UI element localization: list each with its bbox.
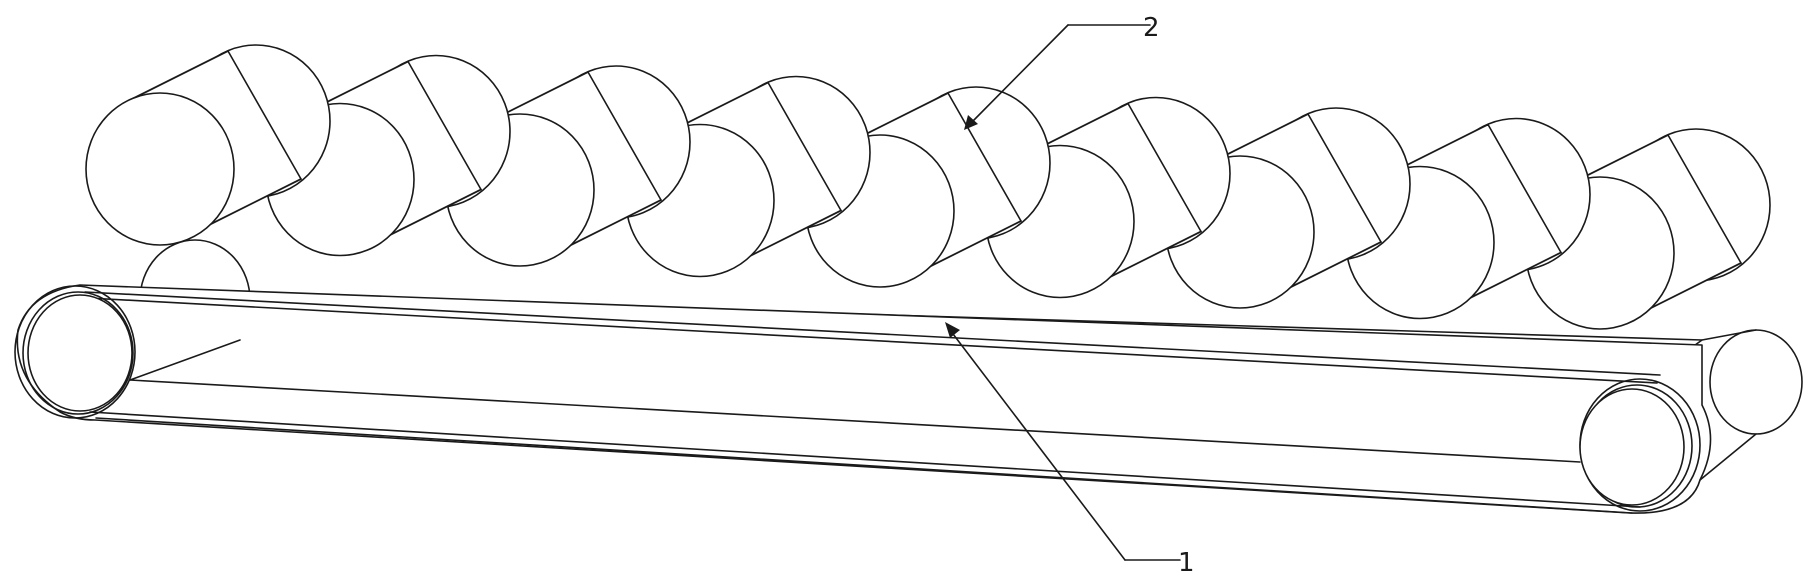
roller-bottom-edge [744, 209, 842, 260]
roller-callout: 2 [964, 13, 1160, 130]
roller-bottom-edge [1644, 262, 1742, 312]
roller-row [85, 44, 1771, 330]
roller [1525, 128, 1771, 330]
left-pulley-face [27, 294, 133, 412]
roller-bottom-edge [564, 199, 662, 249]
right-pulley-drum [1709, 329, 1803, 435]
roller [85, 44, 331, 246]
callout-label-1: 1 [1178, 548, 1195, 578]
belt-callout: 1 [945, 322, 1195, 578]
roller-bottom-edge [204, 178, 302, 228]
roller [445, 65, 691, 267]
conveyor-belt [14, 284, 1757, 514]
right-pulley-face [1579, 388, 1685, 506]
roller-top-edge [131, 50, 229, 100]
roller-bottom-edge [1464, 251, 1562, 302]
roller-bottom-edge [384, 188, 482, 239]
roller [805, 86, 1051, 288]
roller [1345, 117, 1591, 320]
roller [625, 75, 871, 278]
roller-front-face [85, 92, 235, 246]
roller-bottom-edge [1284, 241, 1382, 291]
callout-label-2: 2 [1143, 13, 1160, 43]
roller-bottom-edge [1104, 230, 1202, 281]
roller [1165, 107, 1411, 309]
roller-bottom-edge [924, 220, 1022, 270]
